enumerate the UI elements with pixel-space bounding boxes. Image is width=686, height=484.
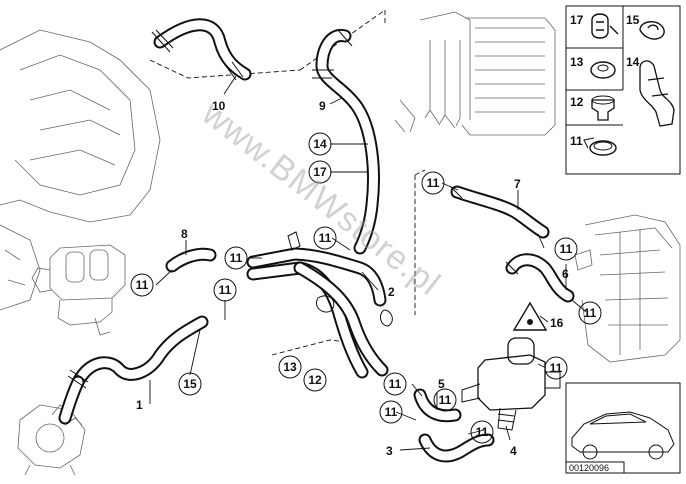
legend-item-17: 17: [570, 13, 619, 39]
label-7: 7: [514, 177, 521, 191]
svg-text:11: 11: [560, 242, 573, 256]
svg-text:17: 17: [570, 13, 584, 27]
callout-11-k: 11: [433, 388, 457, 412]
label-10: 10: [212, 99, 226, 113]
heater-core-outline: [394, 11, 556, 136]
label-1: 1: [136, 398, 143, 412]
legend-item-11: 11: [570, 134, 617, 156]
label-4: 4: [510, 444, 517, 458]
diagram-code: 00120096: [569, 463, 609, 473]
svg-text:13: 13: [570, 55, 584, 69]
label-16: 16: [550, 316, 564, 330]
auxiliary-heater-outline: [574, 214, 681, 363]
label-9: 9: [319, 99, 326, 113]
callout-15: 15: [178, 372, 202, 396]
hose-5: [413, 388, 462, 423]
aux-water-pump-outline: [17, 404, 86, 476]
svg-text:11: 11: [570, 134, 583, 148]
svg-text:11: 11: [219, 283, 232, 297]
svg-text:11: 11: [385, 405, 398, 419]
vehicle-inset: 00120096: [565, 382, 681, 474]
svg-text:14: 14: [626, 55, 640, 69]
left-valve-outline: [31, 244, 126, 336]
svg-text:13: 13: [283, 360, 297, 374]
label-8: 8: [181, 227, 188, 241]
svg-text:17: 17: [313, 165, 327, 179]
hose-7: [449, 185, 550, 239]
svg-text:14: 14: [313, 137, 327, 151]
svg-text:11: 11: [230, 251, 243, 265]
hose-1: [58, 315, 209, 425]
hose-6: [505, 253, 575, 303]
car-silhouette-icon: [571, 411, 675, 453]
hose-8: [165, 247, 217, 273]
legend-box: 17 15 13 14 12 11: [565, 5, 681, 175]
callout-17: 17: [308, 160, 332, 184]
label-5: 5: [438, 377, 445, 391]
svg-text:12: 12: [570, 95, 584, 109]
callout-11-i: 11: [383, 372, 407, 396]
legend-item-12: 12: [570, 95, 615, 121]
group-boundary-right: [414, 169, 426, 315]
label-2: 2: [388, 285, 395, 299]
grommet-icon: [590, 61, 616, 79]
callout-11-b: 11: [313, 226, 337, 250]
svg-text:11: 11: [427, 176, 440, 190]
callout-11-e: 11: [213, 278, 237, 302]
bracket-clip-icon: [639, 60, 675, 127]
legend-item-13: 13: [570, 55, 616, 79]
callout-13: 13: [278, 355, 302, 379]
callout-11-g: 11: [578, 301, 602, 325]
svg-text:11: 11: [319, 231, 332, 245]
svg-text:15: 15: [626, 13, 640, 27]
hose-clip-single-icon: [639, 21, 665, 40]
hose-clamp-icon: [589, 140, 617, 156]
callout-11-d: 11: [130, 273, 154, 297]
valve-4: [461, 337, 561, 431]
svg-text:15: 15: [183, 377, 197, 391]
hose-clip-double-icon: [591, 13, 619, 39]
callout-11-j: 11: [379, 400, 403, 424]
callout-11-c: 11: [224, 246, 248, 270]
hose-10: [151, 18, 252, 81]
svg-text:11: 11: [584, 306, 597, 320]
plug-icon: [591, 99, 615, 121]
callout-12: 12: [303, 368, 327, 392]
pipe-2: [246, 231, 393, 379]
svg-text:12: 12: [308, 373, 322, 387]
engine-block-outline: [0, 29, 161, 311]
callout-11-a: 11: [421, 171, 445, 195]
warning-triangle-16: [512, 301, 548, 331]
label-6: 6: [562, 267, 569, 281]
legend-item-14: 14: [626, 55, 675, 127]
hose-3: [418, 433, 495, 463]
callout-11-f: 11: [554, 237, 578, 261]
callout-11-h: 11: [544, 356, 568, 380]
callout-11-l: 11: [470, 420, 494, 444]
callout-14: 14: [308, 132, 332, 156]
svg-text:11: 11: [550, 361, 563, 375]
svg-text:11: 11: [476, 425, 489, 439]
svg-text:11: 11: [439, 393, 452, 407]
svg-text:11: 11: [389, 377, 402, 391]
label-3: 3: [386, 444, 393, 458]
hose-9: [312, 29, 380, 255]
svg-text:11: 11: [136, 278, 149, 292]
leader-lines: [149, 75, 587, 451]
legend-item-15: 15: [626, 13, 665, 40]
